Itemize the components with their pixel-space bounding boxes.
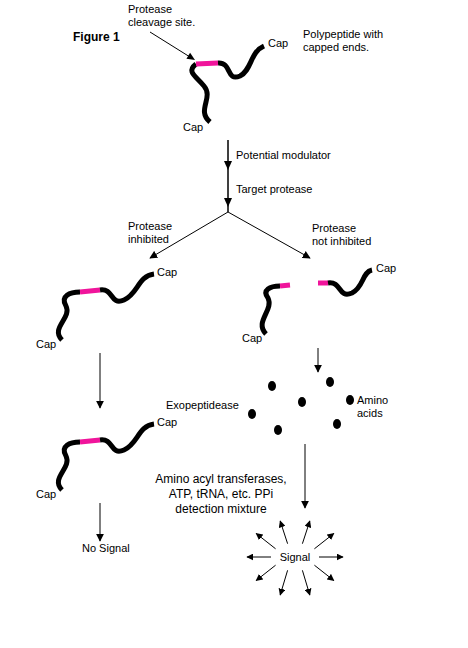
signal-burst (247, 521, 343, 595)
peptide-strand (100, 274, 154, 301)
amino-acid-dot (248, 409, 256, 419)
node-text: Cap (242, 332, 262, 345)
node-text: No Signal (82, 542, 130, 555)
cleavage-site (80, 440, 100, 442)
stage-node: CapCap (240, 258, 400, 348)
edge-label: Protease inhibited (128, 220, 183, 246)
annotation-text: Polypeptide with capped ends. (303, 28, 393, 54)
polypeptide (58, 274, 154, 340)
flow-arrow (100, 353, 101, 408)
stage-node: CapCap (175, 35, 295, 140)
cleavage-site (80, 290, 100, 292)
amino-acid-dot (274, 425, 282, 435)
cleavage-site (196, 63, 218, 64)
annotation-text: Target protease (236, 183, 312, 196)
peptide-strand (218, 46, 264, 77)
amino-acid-dot (298, 397, 306, 407)
burst-ray (319, 557, 343, 558)
amino-acid-dot (346, 395, 354, 405)
burst-ray (256, 565, 275, 580)
peptide-strand (58, 442, 80, 490)
node-text: Cap (157, 416, 177, 429)
burst-ray (302, 521, 309, 544)
peptide-strand (58, 292, 80, 340)
annotation-text: Amino acyl transferases, ATP, tRNA, etc.… (147, 472, 295, 517)
cleaved-polypeptide (262, 270, 372, 334)
burst-ray (280, 570, 287, 595)
stage-node: No Signal (82, 541, 138, 557)
flow-arrow (318, 348, 319, 372)
node-text: Cap (36, 338, 56, 351)
flow-arrow (100, 503, 101, 541)
burst-ray (302, 570, 309, 595)
burst-ray (314, 534, 333, 549)
amino-acid-dots (248, 377, 354, 435)
amino-acid-dot (333, 419, 341, 429)
annotation-text: Exopeptidease (166, 399, 239, 412)
edge-label: Protease not inhibited (312, 222, 373, 248)
node-text: Amino acids (357, 394, 397, 420)
amino-acid-dot (268, 381, 276, 391)
stage-node: CapCap (30, 408, 180, 503)
stage-node: Signal (250, 508, 340, 604)
node-text: Signal (250, 551, 340, 564)
stage-node: CapCap (30, 258, 180, 353)
peptide-strand (100, 424, 154, 451)
annotation-text: Protease cleavage site. (128, 3, 208, 29)
node-text: Cap (36, 488, 56, 501)
stage-node: Amino acids (240, 372, 405, 444)
figure-title: Figure 1 (73, 31, 120, 44)
polypeptide (58, 424, 154, 490)
polypeptide (192, 46, 264, 122)
node-text: Cap (376, 262, 396, 275)
peptide-strand (328, 270, 372, 294)
node-text: Cap (268, 37, 288, 50)
burst-ray (280, 521, 287, 544)
flow-arrow (305, 444, 306, 508)
leader-line (150, 32, 190, 57)
peptide-strand (192, 64, 210, 122)
arrowhead (224, 198, 232, 207)
leader-arrowhead (186, 53, 195, 60)
amino-acid-dot (326, 377, 334, 387)
flow-arrow (228, 140, 310, 258)
cleavage-site (318, 281, 328, 286)
peptide-strand (262, 286, 280, 334)
node-text: Cap (157, 266, 177, 279)
node-text: Cap (183, 121, 203, 134)
arrowhead (224, 161, 232, 170)
burst-ray (314, 565, 333, 580)
annotation-text: Potential modulator (236, 149, 331, 162)
burst-ray (256, 534, 275, 549)
burst-ray (247, 557, 271, 558)
cleavage-site (280, 285, 290, 286)
